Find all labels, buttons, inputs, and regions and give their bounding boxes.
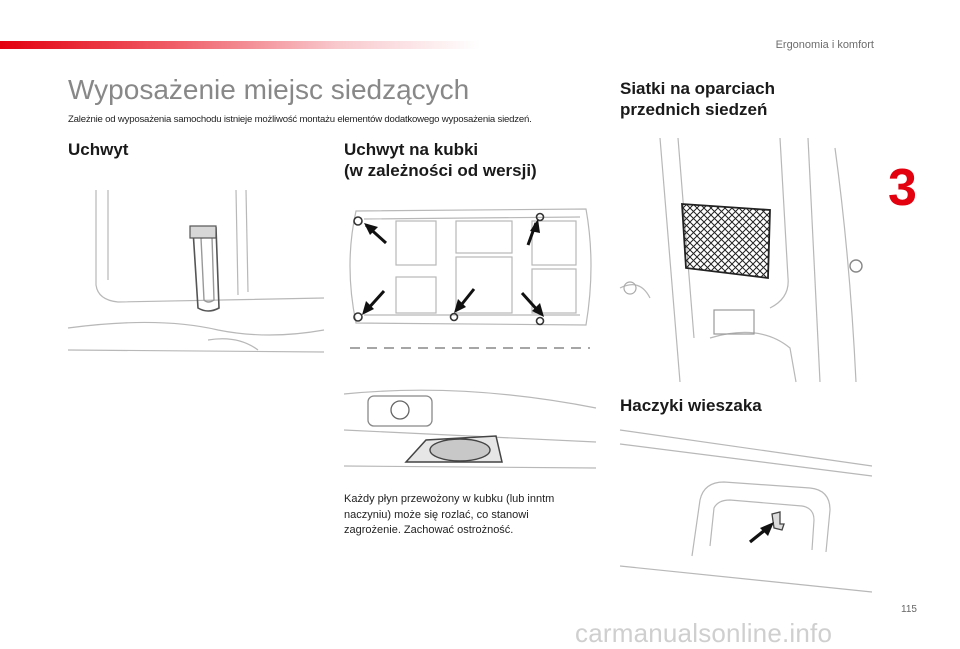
cup-holder-warning: Każdy płyn przewożony w kubku (lub inntm… bbox=[344, 493, 555, 536]
nets-title-line2: przednich siedzeń bbox=[620, 100, 768, 119]
cup-holder-top-view-illustration bbox=[349, 208, 592, 326]
section-name: Ergonomia i komfort bbox=[775, 39, 874, 51]
coat-hook-illustration bbox=[619, 429, 873, 593]
page-title: Wyposażenie miejsc siedzących bbox=[68, 74, 470, 105]
handle-illustration bbox=[67, 189, 325, 353]
chapter-number: 3 bbox=[888, 159, 917, 217]
watermark: carmanualsonline.info bbox=[575, 618, 833, 648]
header-accent-bar bbox=[0, 41, 480, 49]
dashed-separator bbox=[350, 347, 590, 349]
cup-holder-detail-illustration bbox=[343, 389, 597, 469]
section-title-handle: Uchwyt bbox=[68, 140, 129, 159]
nets-title-line1: Siatki na oparciach bbox=[620, 79, 775, 98]
cup-holder-title-line2: (w zależności od wersji) bbox=[344, 161, 537, 180]
intro-text: Zależnie od wyposażenia samochodu istnie… bbox=[68, 114, 532, 125]
section-title-cup-holder: Uchwyt na kubki (w zależności od wersji) bbox=[344, 139, 537, 181]
page-number: 115 bbox=[901, 604, 917, 615]
cup-holder-title-line1: Uchwyt na kubki bbox=[344, 140, 479, 159]
section-title-hooks: Haczyki wieszaka bbox=[620, 396, 762, 415]
seat-net-illustration bbox=[619, 137, 863, 383]
section-title-nets: Siatki na oparciach przednich siedzeń bbox=[620, 78, 775, 120]
